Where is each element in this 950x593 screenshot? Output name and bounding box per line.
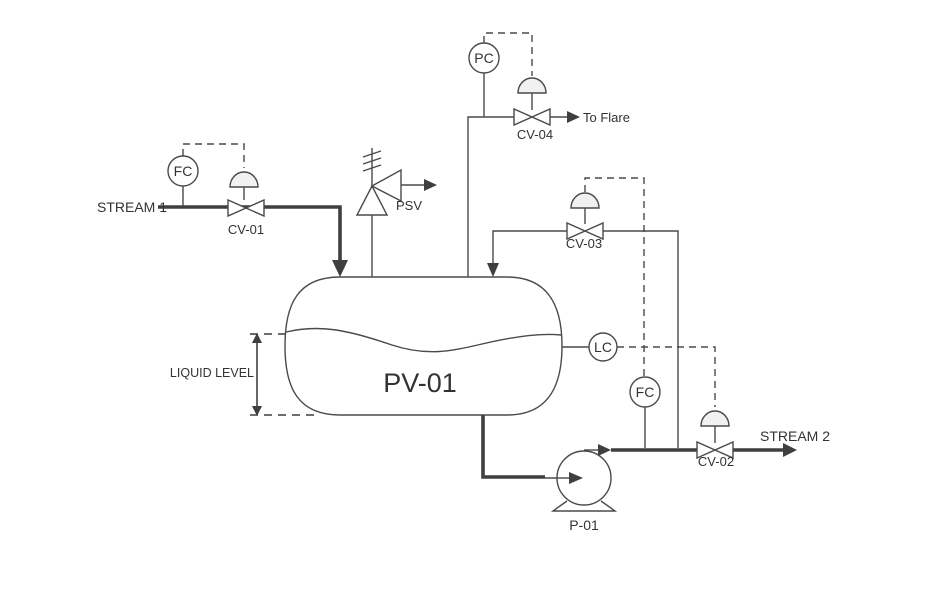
recycle-pipe bbox=[603, 230, 679, 448]
signal-lc-to-cv02 bbox=[617, 346, 716, 407]
cv04-label: CV-04 bbox=[517, 127, 553, 142]
psv-body-icon bbox=[355, 184, 389, 216]
stream1-label: STREAM 1 bbox=[97, 199, 167, 215]
signal-fc-to-cv03 bbox=[584, 177, 645, 377]
flare-arrow-icon bbox=[567, 111, 580, 123]
valve-actuator-icon bbox=[517, 77, 547, 94]
cv03-label: CV-03 bbox=[566, 236, 602, 251]
inlet-flow-controller: FC bbox=[167, 155, 199, 206]
instrument-bubble-icon bbox=[629, 376, 661, 408]
psv-spring-tick-icon bbox=[362, 157, 382, 165]
valve-actuator-icon bbox=[700, 410, 730, 427]
outlet-flow-controller: FC bbox=[629, 376, 661, 448]
psv-spring-tick-icon bbox=[362, 164, 382, 172]
vapor-pipe bbox=[467, 116, 515, 277]
to-flare-label: To Flare bbox=[583, 110, 630, 125]
signal-pc-to-cv04 bbox=[483, 32, 533, 76]
recycle-arrow-icon bbox=[487, 263, 499, 277]
pressure-controller: PC bbox=[468, 42, 500, 117]
control-valve-cv02: CV-02 bbox=[696, 410, 734, 469]
liquid-level-annotation: LIQUID LEVEL bbox=[170, 333, 314, 416]
level-controller: LC bbox=[562, 332, 618, 362]
valve-body-icon bbox=[513, 107, 534, 127]
vapor-line bbox=[467, 111, 580, 277]
pump-base-icon bbox=[550, 500, 618, 512]
signal-fc-to-cv01 bbox=[182, 143, 245, 168]
pump-discharge-arrow-icon bbox=[598, 444, 611, 456]
inlet-pipe bbox=[158, 205, 342, 261]
cv02-label: CV-02 bbox=[698, 454, 734, 469]
psv-spring-tick-icon bbox=[362, 150, 382, 158]
valve-actuator-icon bbox=[570, 192, 600, 209]
valve-body-icon bbox=[530, 107, 551, 127]
recycle-line bbox=[487, 230, 679, 448]
psv-relief-valve: PSV bbox=[355, 148, 437, 277]
cv01-label: CV-01 bbox=[228, 222, 264, 237]
pump-center-arrow-icon bbox=[569, 472, 583, 484]
control-valve-cv01: CV-01 bbox=[227, 171, 265, 237]
lc-tag: LC bbox=[594, 339, 612, 355]
valve-body-icon bbox=[227, 198, 248, 218]
pump-label: P-01 bbox=[569, 517, 599, 533]
valve-body-icon bbox=[583, 221, 604, 241]
instrument-bubble-icon bbox=[588, 332, 618, 362]
vessel-tag: PV-01 bbox=[383, 368, 457, 398]
control-valve-cv04: CV-04 bbox=[513, 77, 553, 142]
inlet-stream-line bbox=[158, 205, 348, 277]
recycle-return-pipe bbox=[492, 230, 567, 264]
valve-actuator-icon bbox=[229, 171, 259, 188]
control-valve-cv03: CV-03 bbox=[566, 192, 604, 251]
pressure-vessel bbox=[284, 276, 563, 416]
psv-arrow-icon bbox=[424, 179, 437, 191]
liquid-level-line bbox=[285, 327, 562, 353]
inlet-arrow-icon bbox=[332, 260, 348, 277]
valve-body-icon bbox=[244, 198, 265, 218]
fc-inlet-tag: FC bbox=[174, 163, 193, 179]
pump-suction-pipe bbox=[481, 415, 545, 479]
stream2-label: STREAM 2 bbox=[760, 428, 830, 444]
psv-label: PSV bbox=[396, 198, 422, 213]
pump: P-01 bbox=[550, 450, 618, 533]
instrument-bubble-icon bbox=[167, 155, 199, 187]
dim-arrow-down-icon bbox=[252, 406, 262, 416]
instrument-bubble-icon bbox=[468, 42, 500, 74]
fc-outlet-tag: FC bbox=[636, 384, 655, 400]
liquid-level-label: LIQUID LEVEL bbox=[170, 366, 254, 380]
dim-arrow-up-icon bbox=[252, 333, 262, 343]
vessel-shell bbox=[284, 276, 563, 416]
valve-body-icon bbox=[566, 221, 587, 241]
valve-body-icon bbox=[713, 440, 734, 460]
pc-tag: PC bbox=[474, 50, 493, 66]
outlet-stream-line bbox=[584, 443, 797, 457]
outlet-arrow-icon bbox=[783, 443, 797, 457]
valve-body-icon bbox=[696, 440, 717, 460]
